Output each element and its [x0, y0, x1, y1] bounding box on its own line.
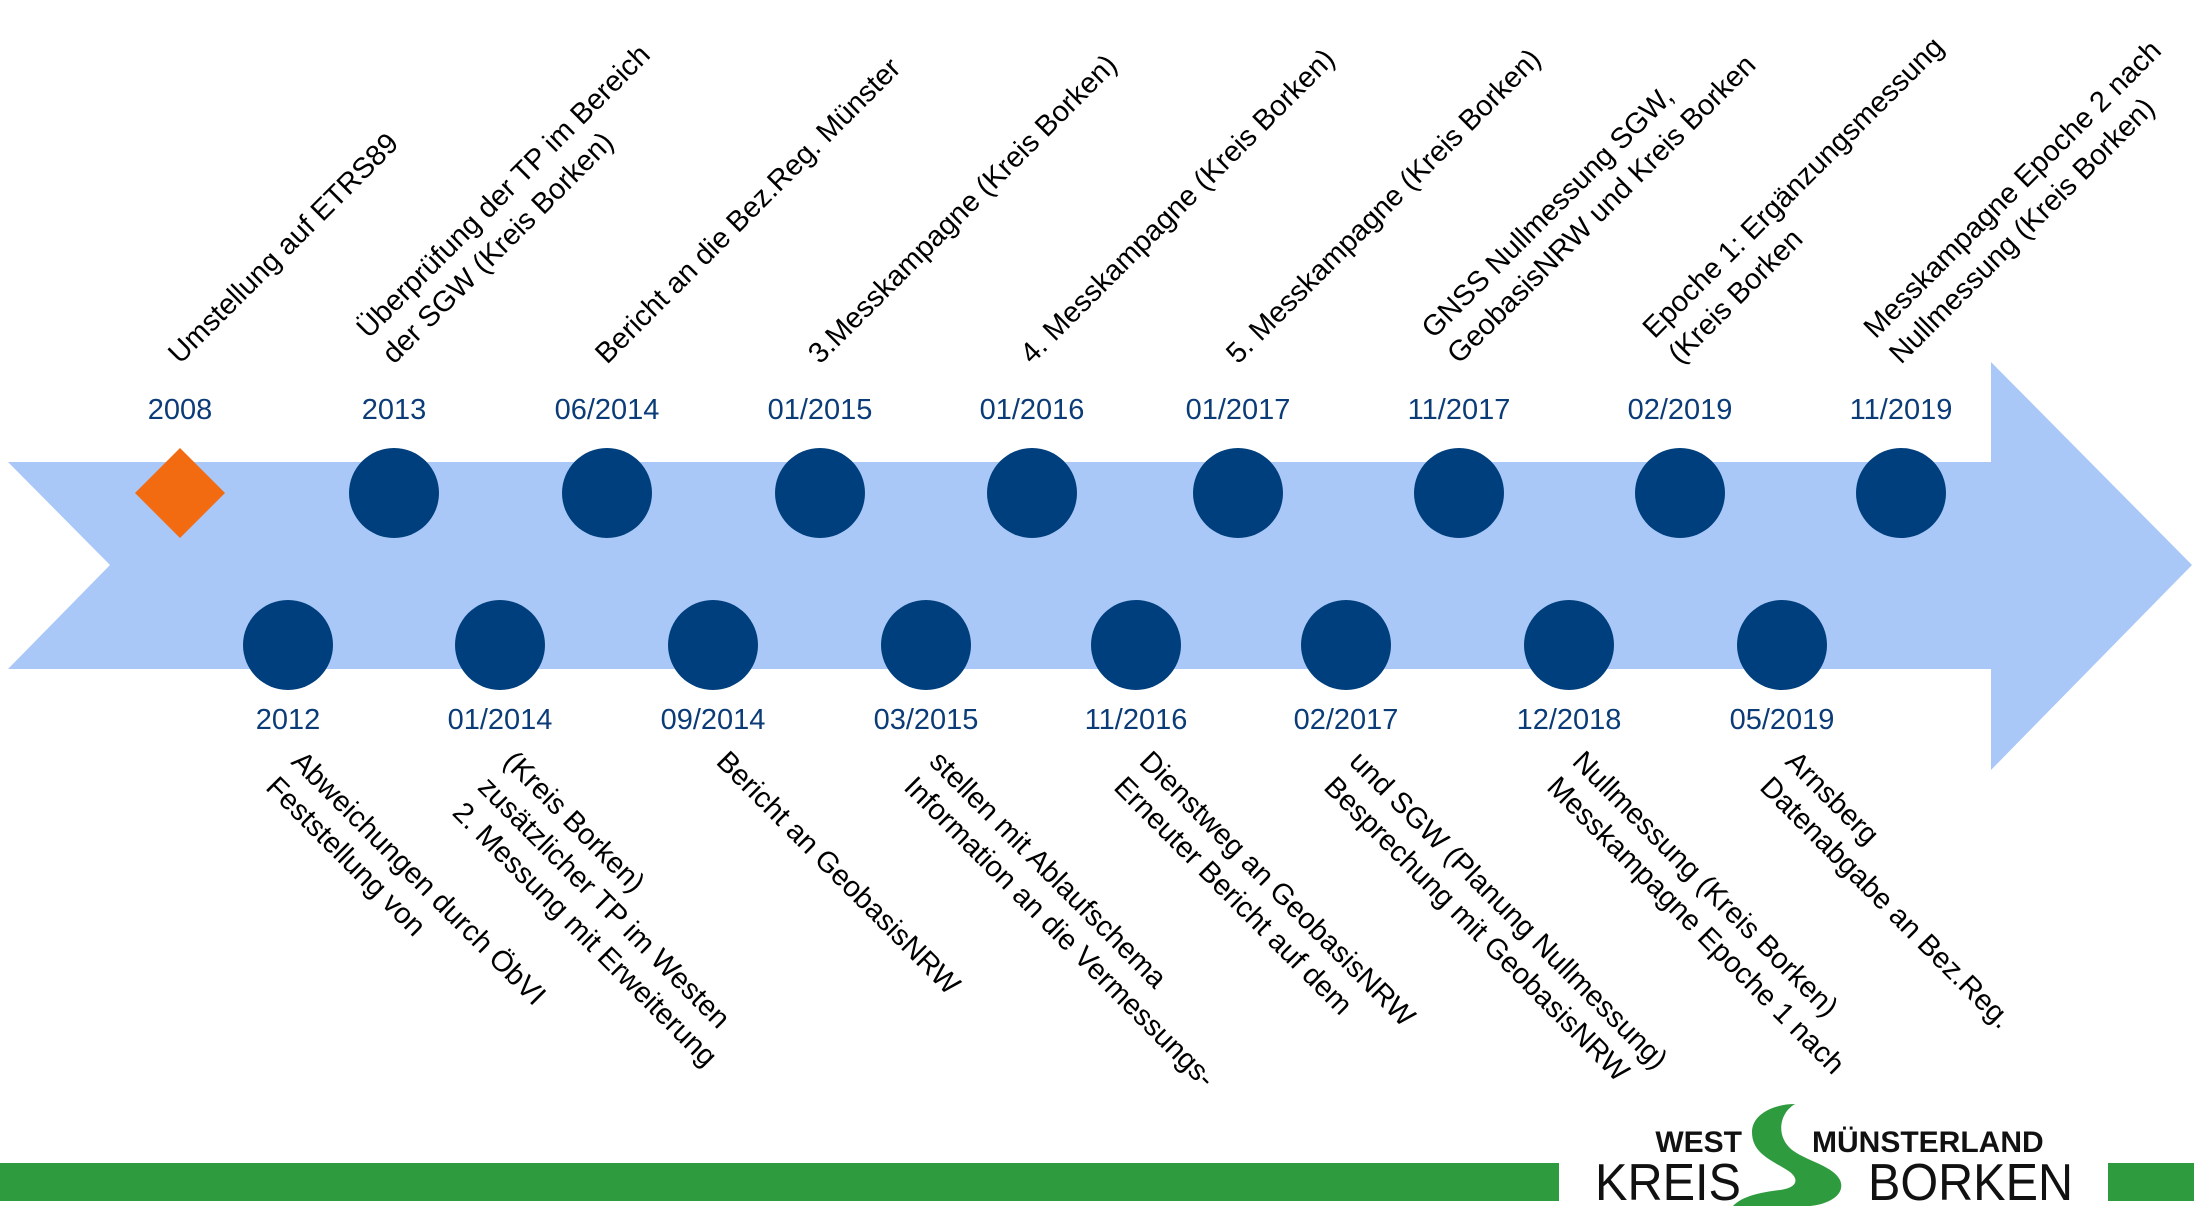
- milestone-marker: [1635, 448, 1725, 538]
- milestone-date: 03/2015: [874, 704, 979, 736]
- footer-bar-right: [2108, 1163, 2194, 1201]
- milestone-date: 11/2017: [1408, 394, 1511, 426]
- milestone-date: 01/2017: [1186, 394, 1291, 426]
- milestone-marker: [455, 600, 545, 690]
- milestone-date: 12/2018: [1517, 704, 1622, 736]
- milestone-date: 01/2015: [768, 394, 873, 426]
- milestone-date: 02/2017: [1294, 704, 1399, 736]
- logo-borken: BORKEN: [1868, 1154, 2073, 1212]
- milestone-date: 06/2014: [555, 394, 660, 426]
- milestone-date: 02/2019: [1628, 394, 1733, 426]
- logo-emblem-icon: [1733, 1104, 1842, 1206]
- milestone-date: 2012: [256, 704, 321, 736]
- milestone-date: 01/2014: [448, 704, 553, 736]
- milestone-event-label: Überprüfung der TP im Bereich: [351, 39, 657, 345]
- milestone-date: 05/2019: [1730, 704, 1835, 736]
- footer-bar-left: [0, 1163, 1559, 1201]
- milestone-marker: [562, 448, 652, 538]
- milestone-date: 01/2016: [980, 394, 1085, 426]
- milestone-event-label: der SGW (Kreis Borken): [376, 126, 620, 370]
- milestone-marker: [1091, 600, 1181, 690]
- milestone-marker: [1193, 448, 1283, 538]
- milestone-marker: [775, 448, 865, 538]
- milestone-marker: [881, 600, 971, 690]
- logo-muensterland: MÜNSTERLAND: [1812, 1126, 2044, 1159]
- milestone-marker: [668, 600, 758, 690]
- milestone-event-label: Datenabgabe an Bez.Reg.: [1754, 771, 2018, 1035]
- milestone-event-label: Nullmessung (Kreis Borken): [1883, 92, 2161, 370]
- milestone-date: 11/2019: [1850, 394, 1953, 426]
- milestone-marker: [1414, 448, 1504, 538]
- milestone-marker: [987, 448, 1077, 538]
- milestone-marker: [1856, 448, 1946, 538]
- milestone-date: 2013: [362, 394, 427, 426]
- milestone-date: 11/2016: [1085, 704, 1188, 736]
- milestone-date: 2008: [148, 394, 213, 426]
- milestone-event-label: zusätzlicher TP im Westen: [472, 771, 736, 1035]
- start-marker-diamond-icon: [135, 448, 225, 538]
- milestone-marker: [1301, 600, 1391, 690]
- logo-west: WEST: [1655, 1126, 1742, 1159]
- milestone-marker: [349, 448, 439, 538]
- milestone-date: 09/2014: [661, 704, 766, 736]
- milestone-marker: [243, 600, 333, 690]
- milestone-marker: [1524, 600, 1614, 690]
- milestone-marker: [1737, 600, 1827, 690]
- kreis-borken-logo: WEST MÜNSTERLAND KREIS BORKEN: [1595, 1104, 2073, 1212]
- logo-kreis: KREIS: [1595, 1154, 1741, 1212]
